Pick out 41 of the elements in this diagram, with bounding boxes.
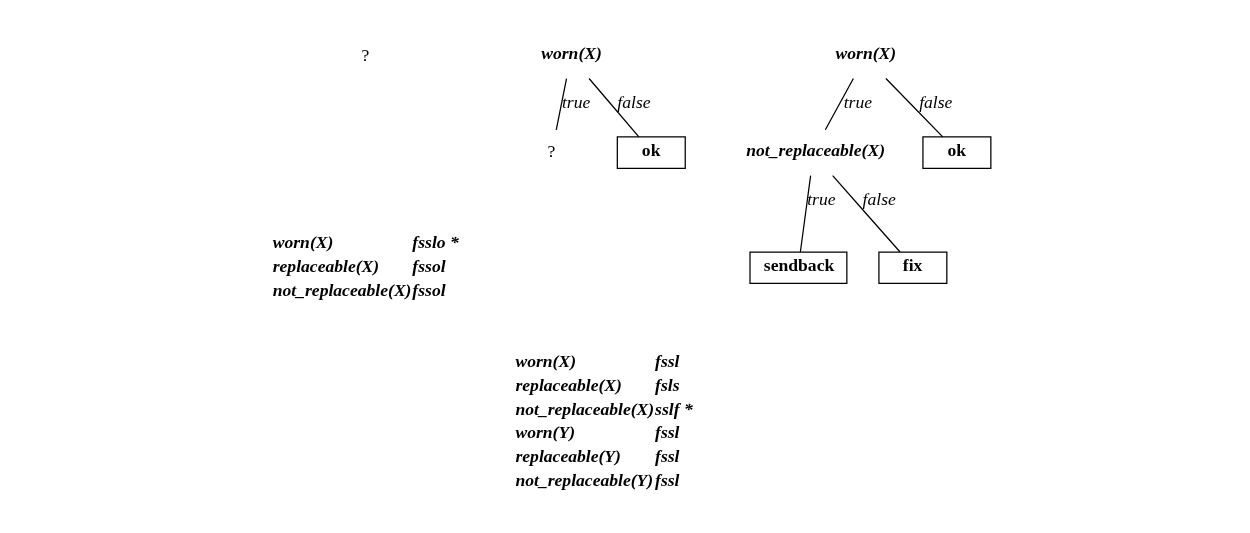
node-text: worn(X) xyxy=(835,43,896,64)
node-box: fix xyxy=(877,251,947,285)
node-text: worn(X) xyxy=(540,43,602,64)
label: replaceable(X) xyxy=(514,374,622,395)
label: fssol xyxy=(411,255,446,276)
label: * xyxy=(683,398,693,419)
node-text: ? xyxy=(547,141,555,162)
label: fssl xyxy=(654,470,680,491)
label: fssl xyxy=(654,422,680,443)
edge-label: false xyxy=(616,91,651,112)
label: fssl xyxy=(654,350,680,371)
label: replaceable(X) xyxy=(272,255,379,276)
node-box: ok xyxy=(921,136,991,170)
node-text: ? xyxy=(360,44,369,65)
connector xyxy=(555,77,567,131)
connector xyxy=(587,77,639,138)
edge-label: false xyxy=(862,188,896,209)
connector xyxy=(831,175,901,253)
node-box: ok xyxy=(616,136,686,170)
label: worn(X) xyxy=(514,350,576,371)
label: fsls xyxy=(654,374,680,395)
connector xyxy=(824,77,854,131)
edge-label: true xyxy=(806,188,836,209)
connector xyxy=(799,175,811,253)
label: not_replaceable(Y) xyxy=(514,470,653,491)
label: worn(Y) xyxy=(514,422,575,443)
label: not_replaceable(X) xyxy=(272,279,411,300)
label: sslf xyxy=(654,398,680,419)
edge-label: true xyxy=(843,91,872,112)
edge-label: false xyxy=(918,91,952,112)
label: fsslo xyxy=(411,231,446,252)
label: fssl xyxy=(654,446,680,467)
node-box: sendback xyxy=(748,251,847,285)
label: fssol xyxy=(411,279,446,300)
label: worn(X) xyxy=(272,231,333,252)
edge-label: true xyxy=(561,91,590,112)
label: not_replaceable(X) xyxy=(514,398,654,419)
node-text: not_replaceable(X) xyxy=(745,140,885,161)
label: * xyxy=(449,231,459,252)
label: replaceable(Y) xyxy=(514,446,621,467)
connector xyxy=(884,77,943,138)
